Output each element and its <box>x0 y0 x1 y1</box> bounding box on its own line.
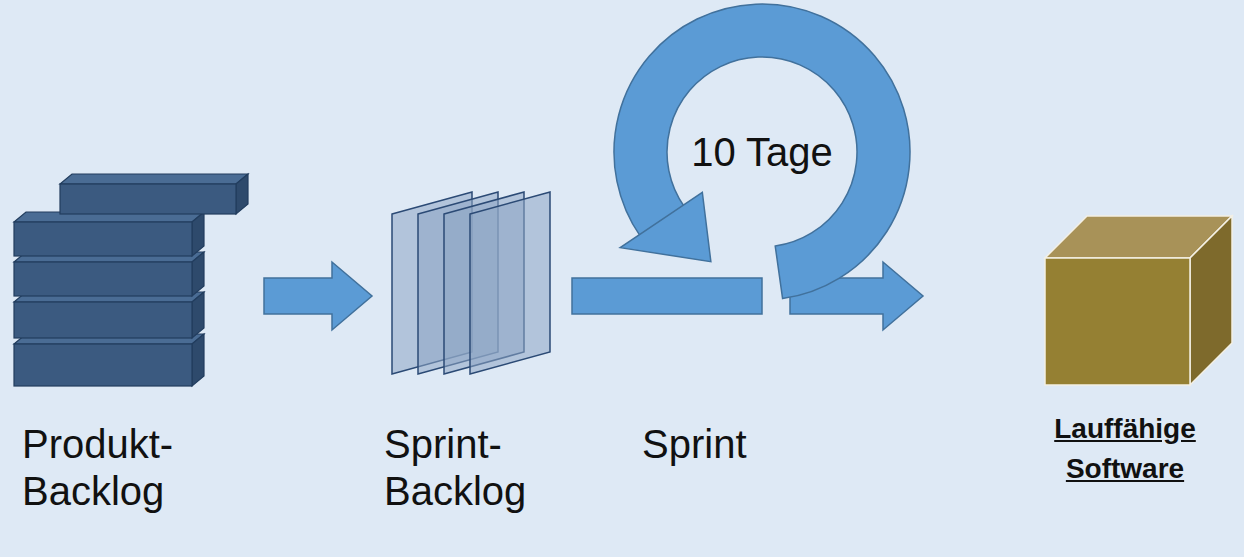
sprint-loop: 10 TageSprint <box>612 2 912 302</box>
block-side <box>192 334 204 386</box>
backlog-stack-shape <box>12 168 252 390</box>
block-top <box>60 174 248 184</box>
sprint-backlog-sheets-shape <box>388 186 552 378</box>
text-holder: Produkt- Backlog <box>22 421 222 515</box>
backlog-stack: Produkt- Backlog <box>12 168 252 390</box>
text-holder: 10 Tage <box>612 129 912 176</box>
block-front <box>60 184 236 214</box>
flow-arrow <box>572 278 762 314</box>
text-holder: Lauffähige Software <box>1020 409 1230 489</box>
text-holder: Sprint- Backlog <box>384 421 564 515</box>
block-side <box>192 292 204 338</box>
block-front <box>14 344 192 386</box>
block-front <box>14 262 192 296</box>
loop-arrowhead <box>620 192 711 261</box>
block-side <box>236 174 248 214</box>
node-label: Produkt- Backlog <box>22 421 222 515</box>
node-label: Sprint- Backlog <box>384 421 564 515</box>
block-front <box>14 222 192 256</box>
block-side <box>192 212 204 256</box>
software-cube-shape <box>1043 212 1235 388</box>
result-label: Lauffähige Software <box>1020 409 1230 489</box>
loop-duration: 10 Tage <box>612 129 912 176</box>
cube-front <box>1045 258 1190 385</box>
flow-arrow <box>264 262 372 330</box>
cube-side <box>1190 216 1232 385</box>
sprint-backlog-sheets: Sprint- Backlog <box>388 186 552 378</box>
block-side <box>192 252 204 296</box>
backlog-sheet <box>470 192 550 374</box>
software-cube: Lauffähige Software <box>1043 212 1235 388</box>
block-front <box>14 302 192 338</box>
text-holder: Sprint <box>642 421 842 468</box>
node-label: Sprint <box>642 421 842 468</box>
